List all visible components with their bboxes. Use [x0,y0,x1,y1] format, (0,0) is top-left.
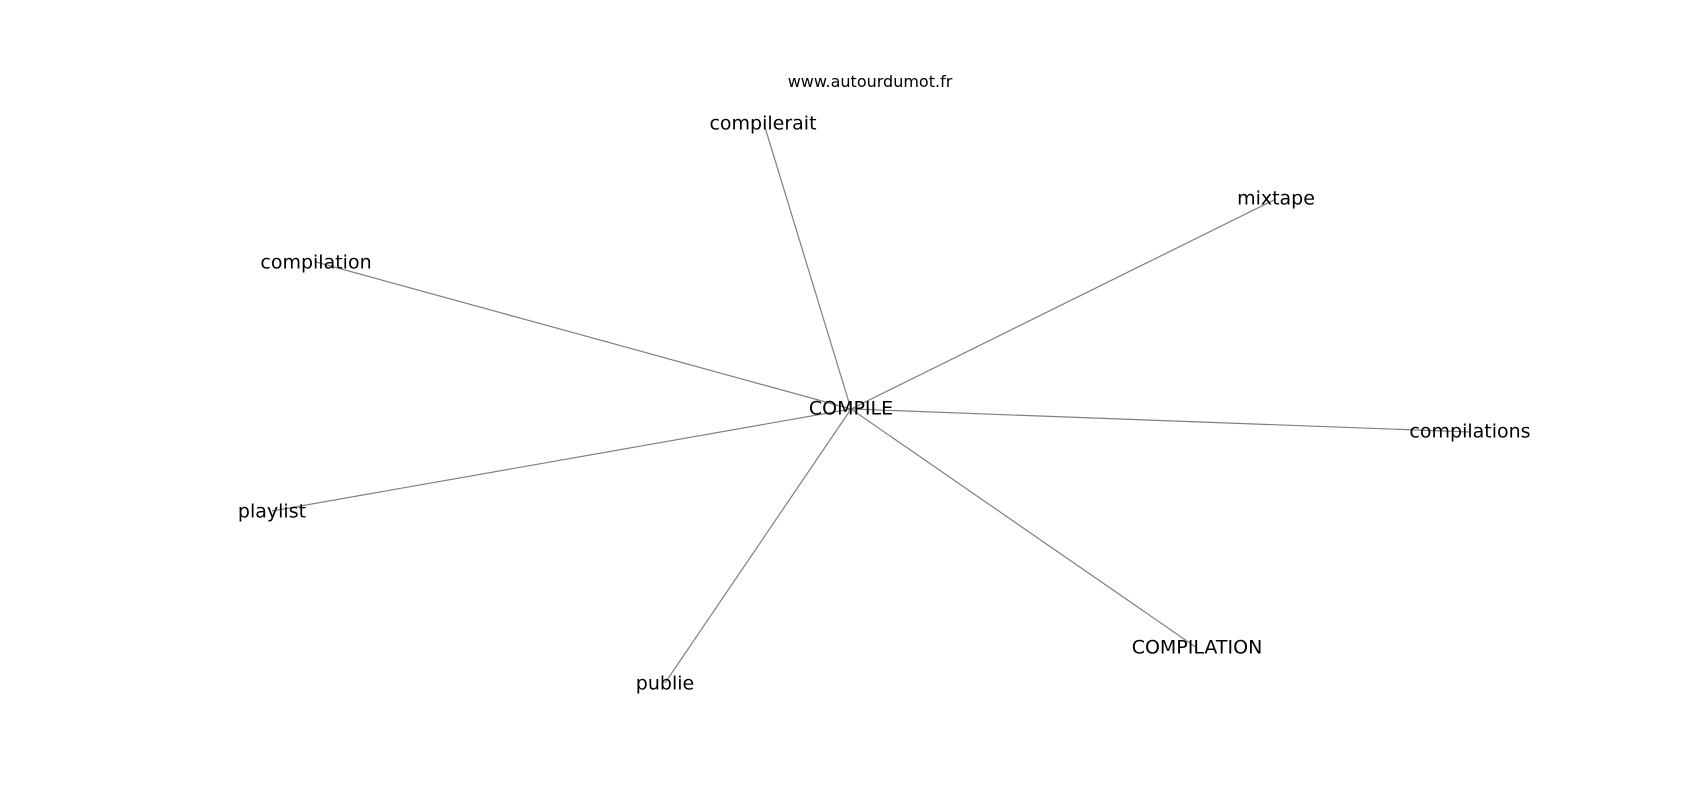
edge-COMPILATION [850,408,1198,649]
node-mixtape: mixtape [1237,187,1315,210]
edge-compilations [850,408,1471,433]
edge-compilerait [763,123,852,410]
edge-publie [664,408,852,684]
node-compilation: compilation [260,251,372,274]
node-publie: publie [635,672,695,695]
node-playlist: playlist [237,500,307,523]
node-compilations: compilations [1409,420,1531,443]
edge-mixtape [850,198,1277,410]
node-COMPILATION: COMPILATION [1131,636,1263,659]
edge-playlist [271,408,852,512]
node-center: COMPILE [808,397,894,420]
edge-compilation [315,261,852,410]
node-compilerait: compilerait [709,112,817,135]
source-watermark: www.autourdumot.fr [787,72,953,91]
